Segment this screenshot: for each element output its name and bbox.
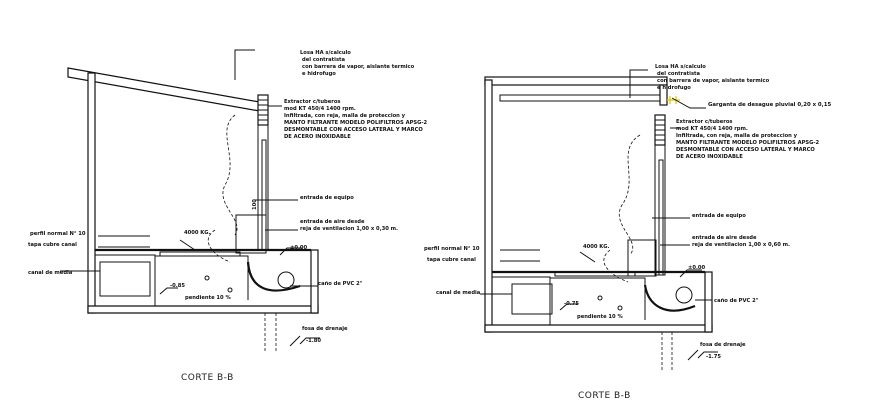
left-losa-3: con barrera de vapor, aislante termico	[302, 64, 415, 70]
left-fosa: fosa de drenaje	[302, 326, 348, 332]
right-pendiente: pendiente 10 %	[577, 314, 623, 320]
right-entrada-aire-2: reja de ventilacion 1,00 x 0,60 m.	[692, 242, 790, 248]
left-n180: -1.80	[306, 338, 321, 344]
left-extractor-4: MANTO FILTRANTE MODELO POLIFILTROS APSG-…	[284, 120, 428, 126]
left-losa-4: e hidrofugo	[302, 71, 336, 77]
left-losa-2: del contratista	[302, 57, 346, 63]
right-caption: CORTE B-B	[578, 391, 631, 401]
left-cano: caño de PVC 2"	[318, 281, 363, 287]
left-pvc-pipe	[246, 261, 301, 292]
left-canal-box	[99, 261, 151, 297]
right-kg: 4000 KG.	[583, 244, 610, 250]
left-pit-wall	[310, 249, 319, 314]
left-entrada-aire-2: reja de ventilacion 1,00 x 0,30 m.	[300, 226, 398, 232]
right-canal-box	[511, 283, 553, 315]
right-entrada-aire-1: entrada de aire desde	[692, 235, 757, 241]
left-nivel0: ±0.00	[290, 245, 308, 251]
left-drain	[264, 313, 277, 352]
right-losa-1: Losa HA s/calculo	[655, 64, 706, 70]
right-roof-slab	[484, 76, 668, 86]
right-extractor-6: DE ACERO INOXIDABLE	[676, 154, 743, 160]
right-entrada-equipo: entrada de equipo	[692, 213, 746, 219]
right-extractor-2: mod KT 450/4 1400 rpm.	[676, 126, 748, 132]
right-extractor-3: Infiltrada, con reja, malla de proteccio…	[676, 133, 798, 139]
left-extractor-5: DESMONTABLE CON ACCESO LATERAL Y MARCO	[284, 127, 423, 133]
right-section: Losa HA s/calculo del contratista con ba…	[424, 64, 831, 401]
right-fosa: fosa de drenaje	[700, 342, 746, 348]
left-tapa-label: tapa cubre canal	[28, 242, 77, 248]
right-nivel0: ±0.00	[688, 265, 706, 271]
left-caption: CORTE B-B	[181, 373, 234, 383]
left-entrada-equipo: entrada de equipo	[300, 195, 354, 201]
left-losa-1: Losa HA s/calculo	[300, 50, 351, 56]
right-tapa	[554, 271, 636, 277]
right-tapa-label: tapa cubre canal	[427, 257, 476, 263]
right-airflow	[619, 134, 641, 256]
left-extractor-6: DE ACERO INOXIDABLE	[284, 134, 351, 140]
left-dim-100: 100	[252, 199, 258, 210]
left-base-slab	[87, 305, 319, 314]
right-garganta: Garganta de desague pluvial 0,20 x 0,15	[708, 102, 831, 108]
right-drain	[661, 332, 673, 370]
right-extractor-5: DESMONTABLE CON ACCESO LATERAL Y MARCO	[676, 147, 815, 153]
left-canal: canal de media	[28, 270, 73, 276]
right-n175: -1.75	[706, 354, 721, 360]
left-perfil: perfil normal N° 10	[30, 231, 86, 237]
left-n085: -0.85	[170, 283, 185, 289]
right-losa-2: del contratista	[657, 71, 701, 77]
left-entrada-aire-1: entrada de aire desde	[300, 219, 365, 225]
left-extractor-1: Extractor c/tuberos	[284, 99, 341, 105]
right-losa-3: con barrera de vapor, aislante termico	[657, 78, 770, 84]
left-wall	[87, 72, 96, 314]
left-pendiente: pendiente 10 %	[185, 295, 231, 301]
right-gutter	[667, 96, 680, 104]
right-pvc-pipe	[643, 284, 696, 312]
right-equipment	[627, 239, 657, 277]
left-airflow	[222, 114, 238, 236]
right-losa-4: e hidrofugo	[657, 85, 691, 91]
right-perfil: perfil normal N° 10	[424, 246, 480, 252]
right-canal: canal de media	[436, 290, 481, 296]
right-extractor-1: Extractor c/tuberos	[676, 119, 733, 125]
right-n075: -0.75	[564, 301, 579, 307]
left-kg: 4000 KG.	[184, 230, 211, 236]
left-tapa	[159, 251, 241, 257]
left-extractor-2: mod KT 450/4 1400 rpm.	[284, 106, 356, 112]
left-extractor-3: Infiltrada, con reja, malla de proteccio…	[284, 113, 406, 119]
right-extractor-4: MANTO FILTRANTE MODELO POLIFILTROS APSG-…	[676, 140, 820, 146]
right-base-slab	[484, 324, 713, 333]
left-section: Losa HA s/calculo del contratista con ba…	[28, 49, 428, 383]
right-cano: caño de PVC 2"	[714, 298, 759, 304]
right-pit-wall	[704, 271, 713, 333]
